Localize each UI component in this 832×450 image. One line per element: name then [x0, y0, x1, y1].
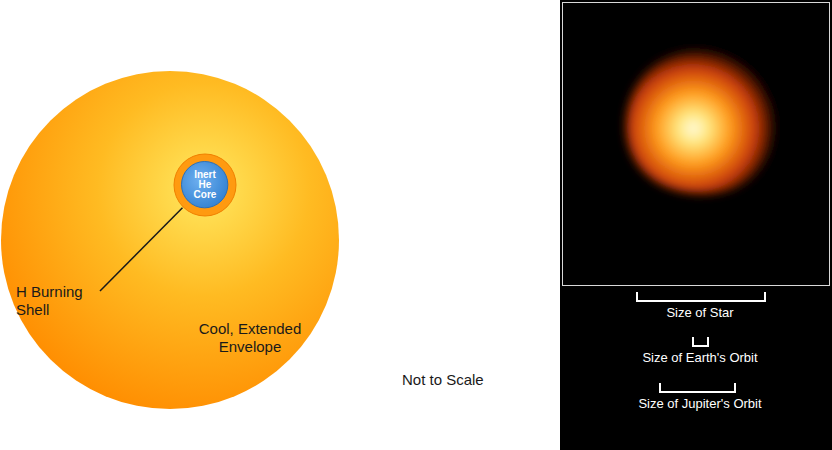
- envelope-region: Cool, Extended Envelope Inert He Core: [0, 70, 340, 410]
- jupiter-orbit-bar: [660, 383, 735, 392]
- core-circle-fill: [182, 162, 228, 208]
- earth-orbit-bar: [693, 337, 708, 346]
- region-label: Cool, Extended Envelope: [188, 320, 312, 356]
- burning-shell-ring: [174, 154, 236, 216]
- shell-label: H Burning Shell: [16, 283, 98, 319]
- image-frame: [563, 3, 830, 286]
- core-label: Inert He Core: [188, 170, 222, 200]
- core-circle: Inert He Core: [181, 161, 228, 208]
- scale-label: Size of Earth's Orbit: [600, 350, 800, 366]
- envelope-shape: [0, 70, 340, 410]
- scale-note: Not to Scale: [402, 371, 522, 389]
- envelope-circle: [1, 71, 339, 409]
- scale-label: Size of Star: [600, 305, 800, 321]
- star-size-bar: [637, 292, 765, 301]
- star-image: [626, 48, 776, 194]
- scale-label: Size of Jupiter's Orbit: [600, 396, 800, 412]
- leader-line: [100, 208, 182, 291]
- image-panel: [560, 0, 832, 450]
